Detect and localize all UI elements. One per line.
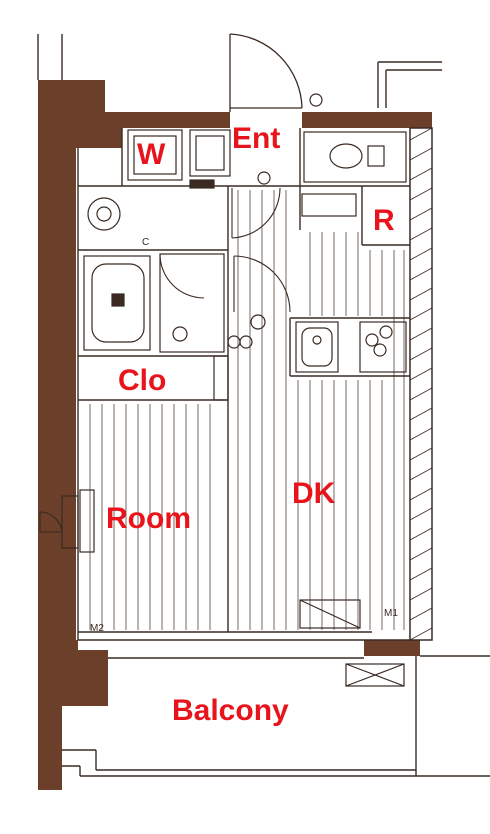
room-label-balcony: Balcony xyxy=(172,694,289,727)
structural-walls xyxy=(38,80,432,790)
marker-m2: M2 xyxy=(90,623,104,634)
plan-markers: C M2 M1 xyxy=(90,237,398,634)
room-label-closet: Clo xyxy=(118,364,167,397)
outline-lines xyxy=(37,34,490,777)
interior-doors xyxy=(39,187,291,535)
marker-c: C xyxy=(142,237,149,248)
room-label-entrance: Ent xyxy=(232,122,281,155)
room-label-dining-kitchen: DK xyxy=(292,477,336,510)
floor-hatching-dk xyxy=(237,190,405,630)
room-label-room: Room xyxy=(106,502,191,535)
entry-door xyxy=(229,33,303,112)
room-label-refrigerator: R xyxy=(373,204,395,237)
fixtures xyxy=(61,93,407,687)
room-label-washer: W xyxy=(137,138,166,171)
floor-hatching-room xyxy=(89,404,211,630)
exterior-wall-right xyxy=(409,127,433,641)
marker-m1: M1 xyxy=(384,608,398,619)
